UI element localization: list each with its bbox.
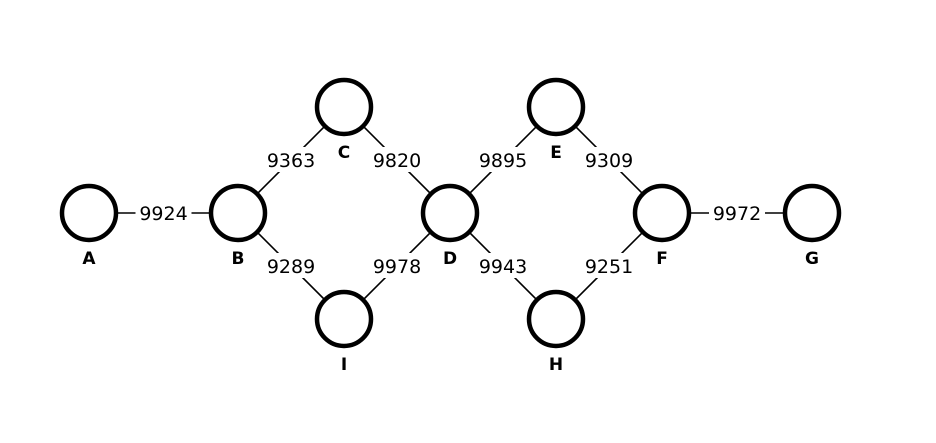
edge-weight-background: [709, 200, 765, 225]
node-b: [208, 183, 268, 243]
edge-weight-background: [135, 200, 192, 225]
edge-weight-background: [475, 147, 531, 172]
node-g: [782, 183, 842, 243]
edge-weight-label: 9972: [713, 203, 761, 225]
edge-weight-background: [263, 147, 319, 172]
nodes-layer: A B C D E F G H I: [59, 77, 842, 375]
node-label-h: H: [549, 355, 563, 375]
edge-weight-group: 9289: [263, 253, 319, 278]
node-i: [314, 289, 374, 349]
edge-weight-label: 9943: [479, 256, 527, 278]
edge-weight-group: 9972: [709, 200, 765, 225]
edge-weight-label: 9251: [585, 256, 633, 278]
node-label-a: A: [82, 249, 96, 269]
edge-weight-label: 9309: [585, 150, 633, 172]
node-a: [59, 183, 119, 243]
edge-weight-group: 9363: [263, 147, 319, 172]
edge-weight-background: [581, 147, 637, 172]
node-label-g: G: [805, 249, 819, 269]
node-h: [526, 289, 586, 349]
edge-weight-background: [581, 253, 637, 278]
node-label-e: E: [550, 143, 562, 163]
edge-weight-label: 9289: [267, 256, 315, 278]
node-label-c: C: [338, 143, 350, 163]
edge-weight-background: [369, 147, 425, 172]
node-e: [526, 77, 586, 137]
edge-weight-label: 9363: [267, 150, 315, 172]
edge-weight-label: 9820: [373, 150, 421, 172]
edge-weight-label: 9895: [479, 150, 527, 172]
edge-weight-label: 9978: [373, 256, 421, 278]
node-f: [632, 183, 692, 243]
node-label-d: D: [443, 249, 457, 269]
node-label-b: B: [232, 249, 245, 269]
edge-weight-group: 9943: [475, 253, 531, 278]
edge-weight-background: [475, 253, 531, 278]
edge-weight-label: 9924: [139, 203, 187, 225]
edge-weight-group: 9895: [475, 147, 531, 172]
node-label-f: F: [656, 249, 668, 269]
edge-weight-group: 9978: [369, 253, 425, 278]
edge-weight-group: 9924: [135, 200, 192, 225]
node-label-i: I: [341, 355, 347, 375]
node-c: [314, 77, 374, 137]
edge-weight-background: [263, 253, 319, 278]
edge-weight-background: [369, 253, 425, 278]
edge-weight-group: 9820: [369, 147, 425, 172]
edge-weight-group: 9251: [581, 253, 637, 278]
node-d: [420, 183, 480, 243]
edge-weight-group: 9309: [581, 147, 637, 172]
